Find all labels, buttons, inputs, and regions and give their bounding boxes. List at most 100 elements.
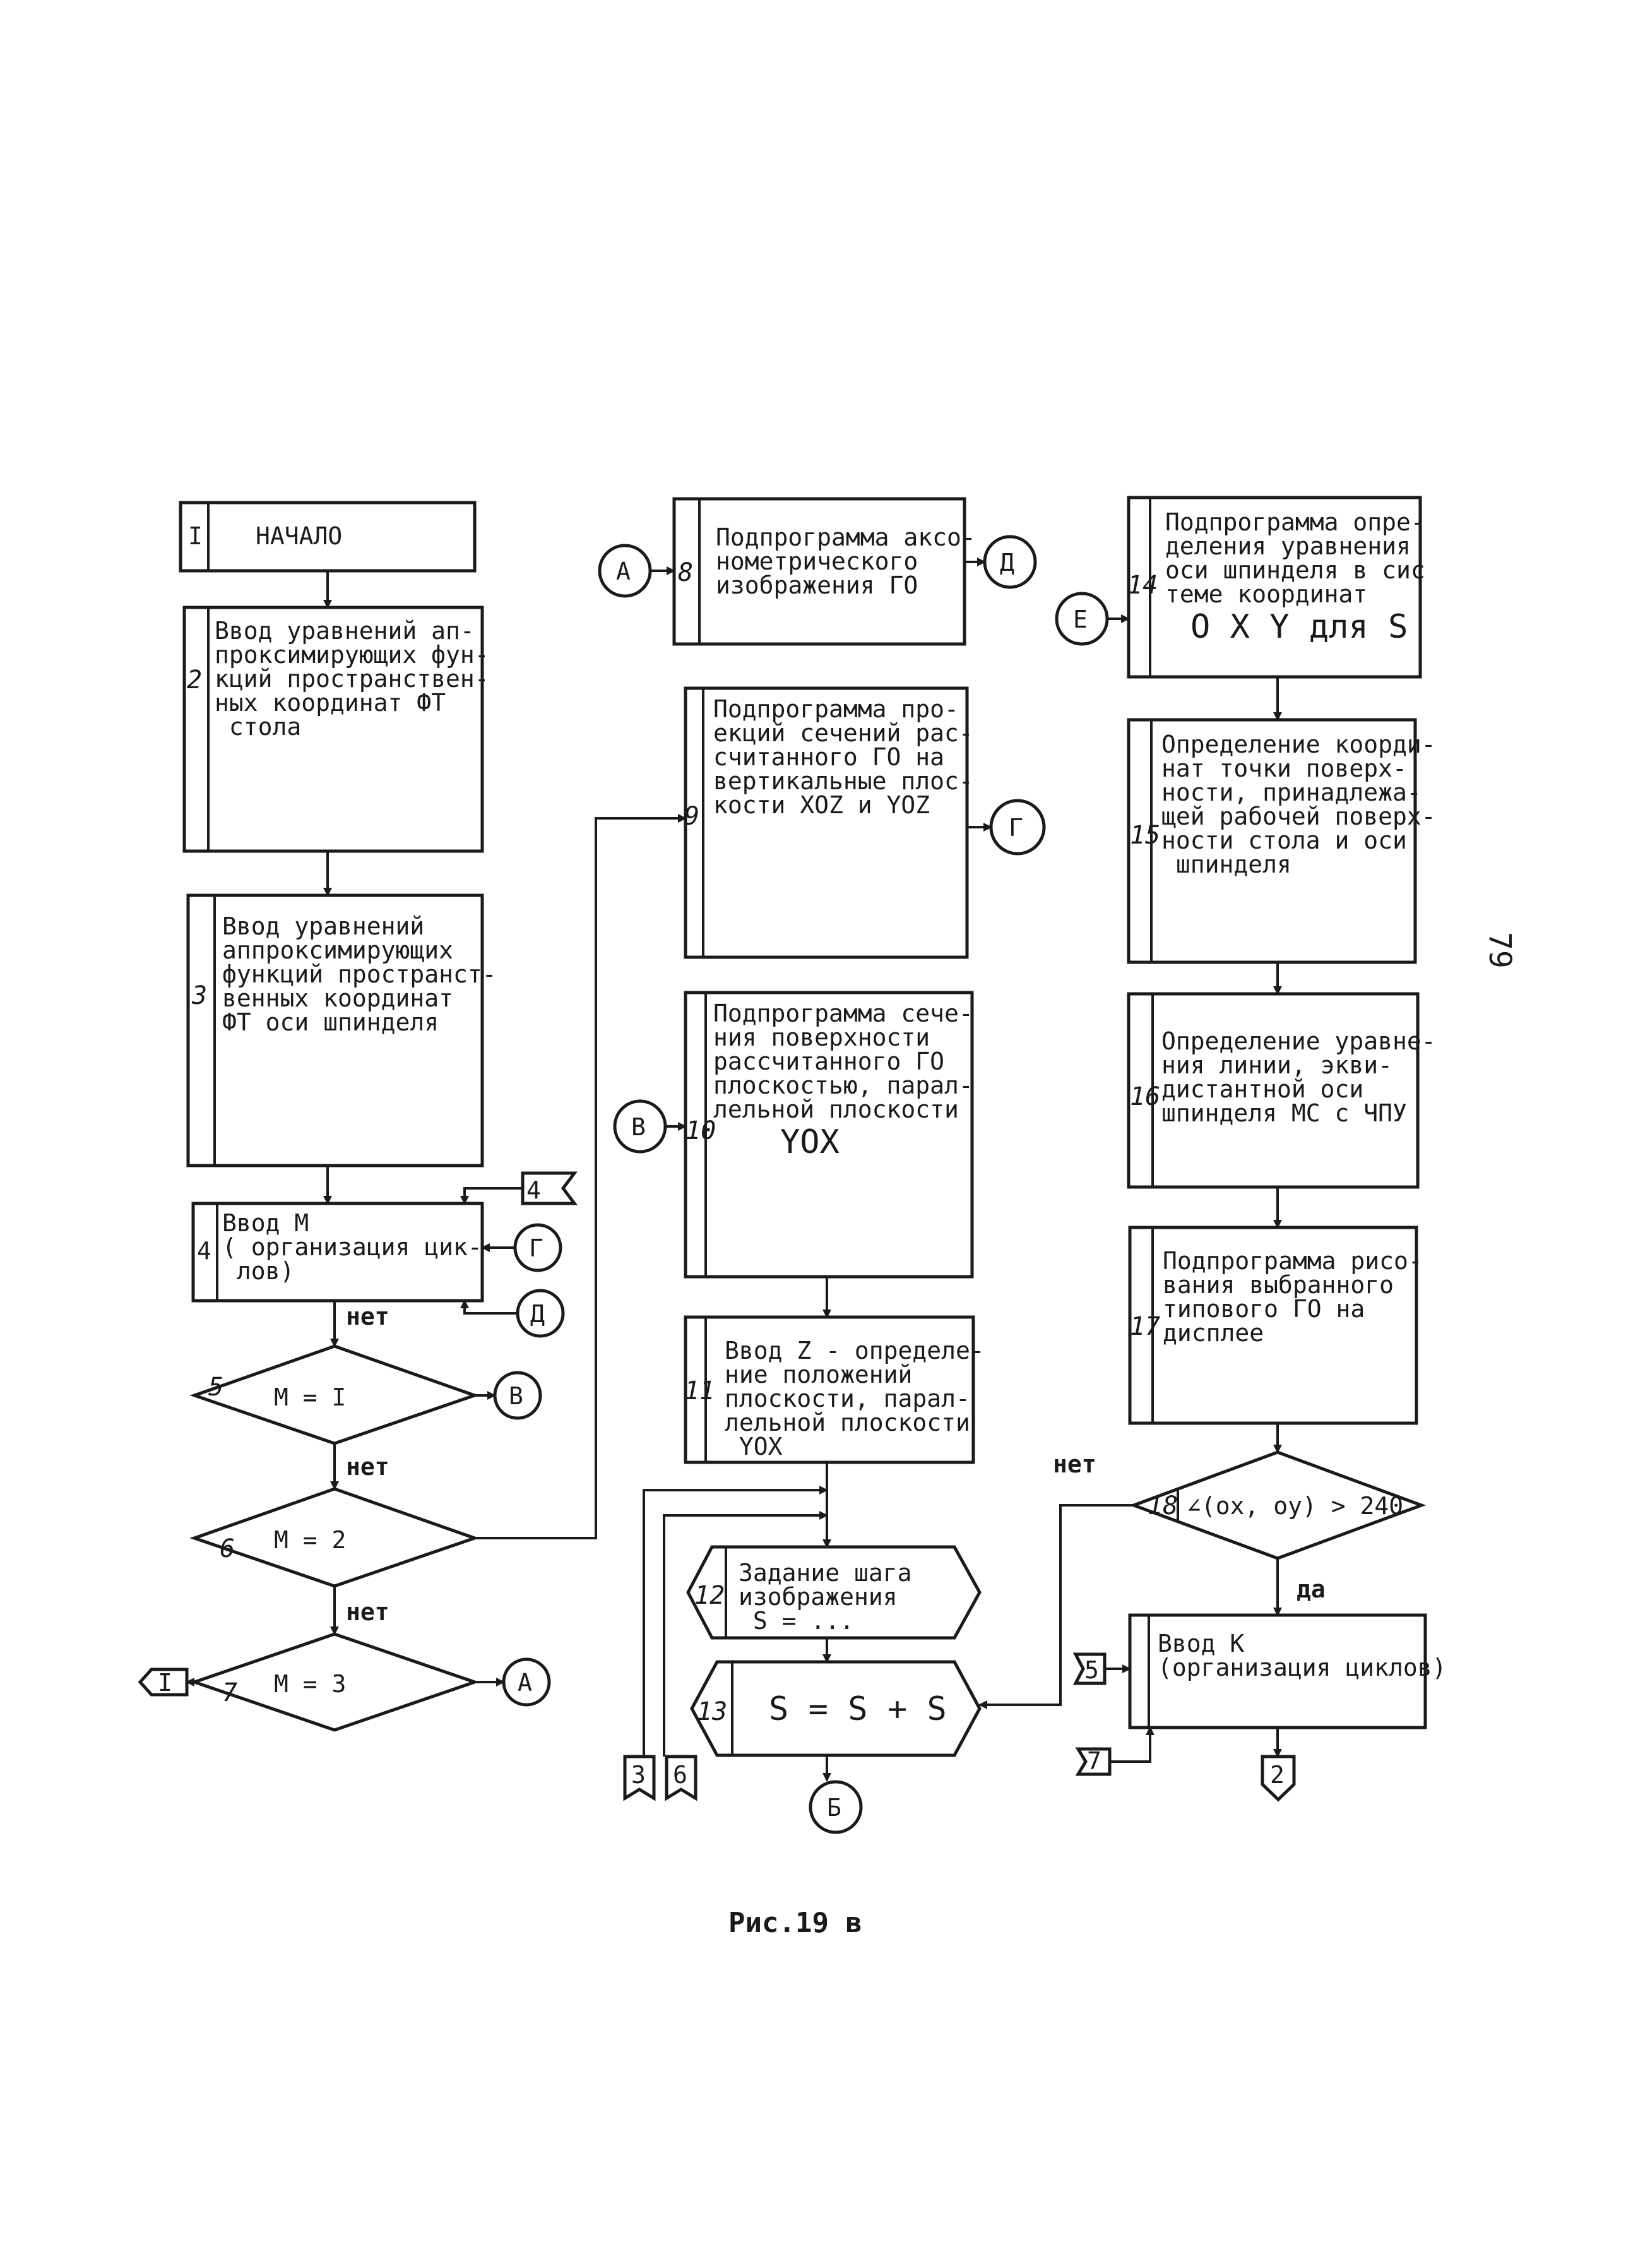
connector-G-exit: Г bbox=[989, 799, 1046, 856]
text-line: аппроксимирующих bbox=[222, 936, 453, 964]
text-line: нометрического bbox=[716, 547, 918, 575]
block-9-subprogram: 9 Подпрограмма про-екций сечений рас-счи… bbox=[684, 686, 973, 959]
text-line: кости XOZ и YOZ bbox=[713, 791, 930, 819]
text-line: Ввод уравнений bbox=[222, 912, 424, 940]
block-14-number: 14 bbox=[1127, 571, 1158, 600]
decision-18-number: 18 bbox=[1148, 1491, 1178, 1520]
offpage-connector-3: 3 bbox=[623, 1755, 656, 1801]
svg-text:7: 7 bbox=[1087, 1747, 1101, 1775]
text-line: изображения ГО bbox=[716, 571, 918, 599]
block-1-start: I НАЧАЛО bbox=[179, 501, 477, 573]
block-13-loop: 13 S = S + S bbox=[690, 1660, 982, 1757]
text-line: S = ... bbox=[739, 1607, 854, 1635]
text-line: функций пространст- bbox=[222, 960, 497, 988]
arrow-18-no-block13 bbox=[978, 1504, 1134, 1709]
text-line: НАЧАЛО bbox=[256, 522, 342, 550]
text-line: шпинделя МС с ЧПУ bbox=[1161, 1099, 1407, 1127]
text-line: ния линии, экви- bbox=[1161, 1051, 1392, 1079]
svg-text:5: 5 bbox=[1084, 1656, 1099, 1684]
block-4-number: 4 bbox=[197, 1237, 211, 1265]
svg-text:3: 3 bbox=[631, 1761, 646, 1789]
connector-D-left: Д bbox=[516, 1289, 565, 1338]
text-line: ния поверхности bbox=[713, 1024, 930, 1051]
label-da: да bbox=[1297, 1575, 1326, 1603]
text-line: YOX bbox=[725, 1433, 783, 1460]
svg-text:Г: Г bbox=[1009, 814, 1023, 842]
block-16-number: 16 bbox=[1130, 1082, 1160, 1111]
connector-V-exit: В bbox=[493, 1371, 542, 1420]
block-19-input: Ввод К(организация циклов) bbox=[1128, 1613, 1447, 1729]
block-10-number: 10 bbox=[686, 1116, 716, 1145]
offpage-connector-2: 2 bbox=[1261, 1755, 1296, 1802]
page-number: 79 bbox=[1482, 932, 1517, 969]
block-16-process: 16 Определение уравне-ния линии, экви-ди… bbox=[1127, 992, 1436, 1189]
connector-A-exit: А bbox=[502, 1657, 551, 1707]
block-19-text: Ввод К(организация циклов) bbox=[1158, 1630, 1447, 1681]
block-2-number: 2 bbox=[187, 665, 202, 695]
offpage-connector-4: 4 bbox=[521, 1171, 578, 1205]
offpage-connector-7: 7 bbox=[1075, 1747, 1112, 1776]
block-12-number: 12 bbox=[694, 1581, 725, 1610]
arrow-D-block4 bbox=[460, 1299, 518, 1315]
text-line: изображения bbox=[739, 1583, 898, 1611]
text-line: рассчитанного ГО bbox=[713, 1047, 944, 1075]
text-line: Ввод Z - определе- bbox=[725, 1337, 985, 1364]
text-line: Определение коорди- bbox=[1161, 731, 1436, 758]
text-line: (организация циклов) bbox=[1158, 1654, 1447, 1681]
offpage-connector-I: I bbox=[138, 1668, 189, 1697]
offpage-connector-5: 5 bbox=[1072, 1652, 1107, 1685]
text-line: стола bbox=[215, 713, 301, 741]
block-17-number: 17 bbox=[1130, 1312, 1160, 1341]
block-9-number: 9 bbox=[684, 802, 699, 831]
text-line: М = 2 bbox=[274, 1526, 346, 1554]
connector-E-entry: Е bbox=[1055, 592, 1109, 646]
text-line: Подпрограмма аксо- bbox=[716, 523, 976, 551]
decision-6-number: 6 bbox=[220, 1534, 235, 1563]
text-line: Подпрограмма рисо- bbox=[1163, 1247, 1423, 1275]
block-4-input: 4 Ввод М( организация цик- лов) bbox=[191, 1202, 484, 1303]
decision-7: 7 М = 3 bbox=[189, 1632, 480, 1732]
connector-D-exit: Д bbox=[983, 535, 1037, 589]
label-net-3: нет bbox=[346, 1598, 389, 1626]
text-line: вертикальные плос- bbox=[713, 767, 973, 795]
text-line: Подпрограмма про- bbox=[713, 695, 959, 723]
svg-text:Б: Б bbox=[827, 1794, 841, 1822]
decision-7-text: М = 3 bbox=[274, 1670, 346, 1698]
figure-caption: Рис.19 в bbox=[728, 1907, 862, 1939]
text-line: оси шпинделя в сис bbox=[1165, 556, 1425, 584]
decision-6: 6 М = 2 bbox=[189, 1487, 480, 1588]
block-1-number: I bbox=[188, 522, 203, 550]
block-15-number: 15 bbox=[1130, 821, 1160, 850]
block-15-process: 15 Определение коорди-нат точки поверх-н… bbox=[1127, 718, 1436, 964]
text-line: Ввод К bbox=[1158, 1630, 1244, 1657]
decision-18: 18 ∠(ox, oy) > 240 bbox=[1129, 1450, 1427, 1560]
text-line: кций пространствен- bbox=[215, 665, 489, 693]
offpage-connector-6: 6 bbox=[665, 1755, 697, 1801]
text-line: ФТ оси шпинделя bbox=[222, 1008, 439, 1036]
block-10-plane-label: YOX bbox=[780, 1123, 840, 1161]
text-line: дисплее bbox=[1163, 1319, 1264, 1347]
text-line: ности, принадлежа- bbox=[1161, 779, 1421, 806]
text-line: ных координат ФТ bbox=[215, 689, 446, 717]
text-line: считанного ГО на bbox=[713, 743, 944, 771]
decision-7-number: 7 bbox=[222, 1678, 237, 1707]
svg-text:I: I bbox=[158, 1669, 172, 1697]
svg-text:6: 6 bbox=[673, 1761, 687, 1789]
svg-text:В: В bbox=[631, 1113, 646, 1141]
text-line: ( организация цик- bbox=[222, 1233, 482, 1261]
text-line: ∠(ox, oy) > 240 bbox=[1187, 1492, 1403, 1520]
connector-V-entry: В bbox=[613, 1099, 667, 1154]
text-line: М = I bbox=[274, 1383, 346, 1411]
